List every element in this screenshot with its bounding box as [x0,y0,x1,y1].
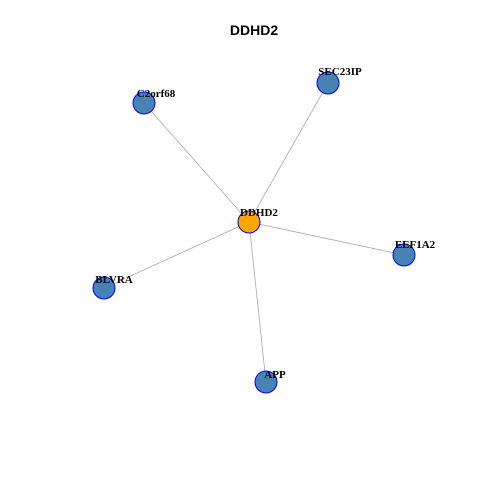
node-label-c2orf68: C2orf68 [137,88,176,100]
node-ddhd2 [237,210,261,234]
edge-ddhd2-app [248,221,267,383]
nodes-layer [92,71,416,394]
node-c2orf68 [132,91,156,115]
edge-ddhd2-blvra [103,221,250,289]
edge-ddhd2-c2orf68 [143,102,250,223]
edge-ddhd2-eef1a2 [248,221,405,256]
edges-layer [103,82,405,383]
node-blvra [92,276,116,300]
edge-ddhd2-sec23ip [248,82,329,223]
node-label-sec23ip: SEC23IP [318,66,362,78]
diagram-title: DDHD2 [230,22,278,38]
node-label-app: APP [264,369,286,381]
node-label-eef1a2: EEF1A2 [395,239,436,251]
node-label-blvra: BLVRA [95,274,133,286]
node-label-ddhd2: DDHD2 [240,207,278,219]
node-app [254,370,278,394]
node-sec23ip [316,71,340,95]
node-eef1a2 [392,243,416,267]
